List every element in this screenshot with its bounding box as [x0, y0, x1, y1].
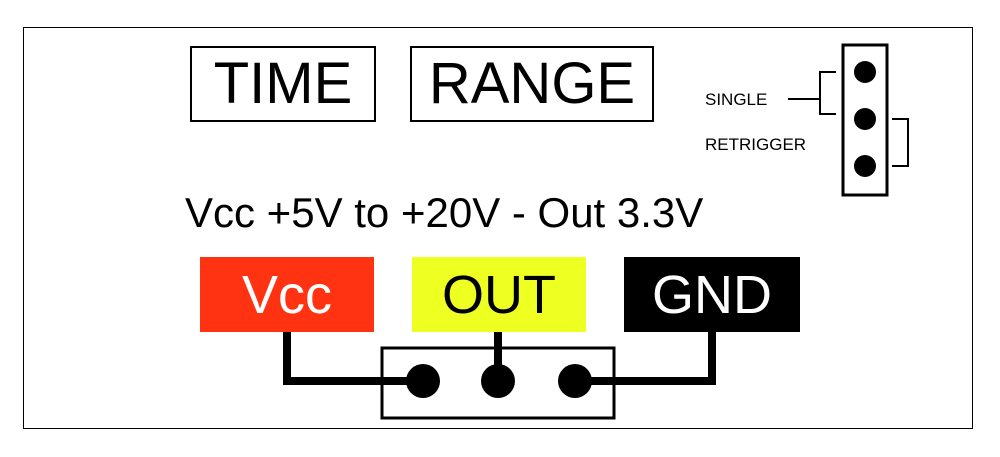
supply-spec-text: Vcc +5V to +20V - Out 3.3V — [185, 189, 704, 236]
pin-label-vcc: Vcc — [200, 257, 374, 332]
gnd-wire — [575, 332, 716, 385]
header-pin-gnd — [558, 364, 592, 398]
jumper-retrigger-label: RETRIGGER — [705, 135, 807, 154]
range-pot-label: RANGE — [410, 46, 654, 122]
pin-label-gnd: GND — [624, 257, 800, 332]
jumper-single-label: SINGLE — [705, 90, 768, 109]
jumper-pin-2 — [854, 108, 876, 130]
pin-label-out: OUT — [412, 257, 586, 332]
time-pot-label: TIME — [190, 46, 376, 122]
jumper-pin-3 — [854, 155, 876, 177]
single-bracket — [819, 71, 836, 115]
jumper-pin-1 — [854, 61, 876, 83]
header-pin-out — [481, 364, 515, 398]
header-pin-vcc — [406, 364, 440, 398]
vcc-wire — [283, 332, 423, 385]
retrigger-bracket — [892, 118, 909, 167]
